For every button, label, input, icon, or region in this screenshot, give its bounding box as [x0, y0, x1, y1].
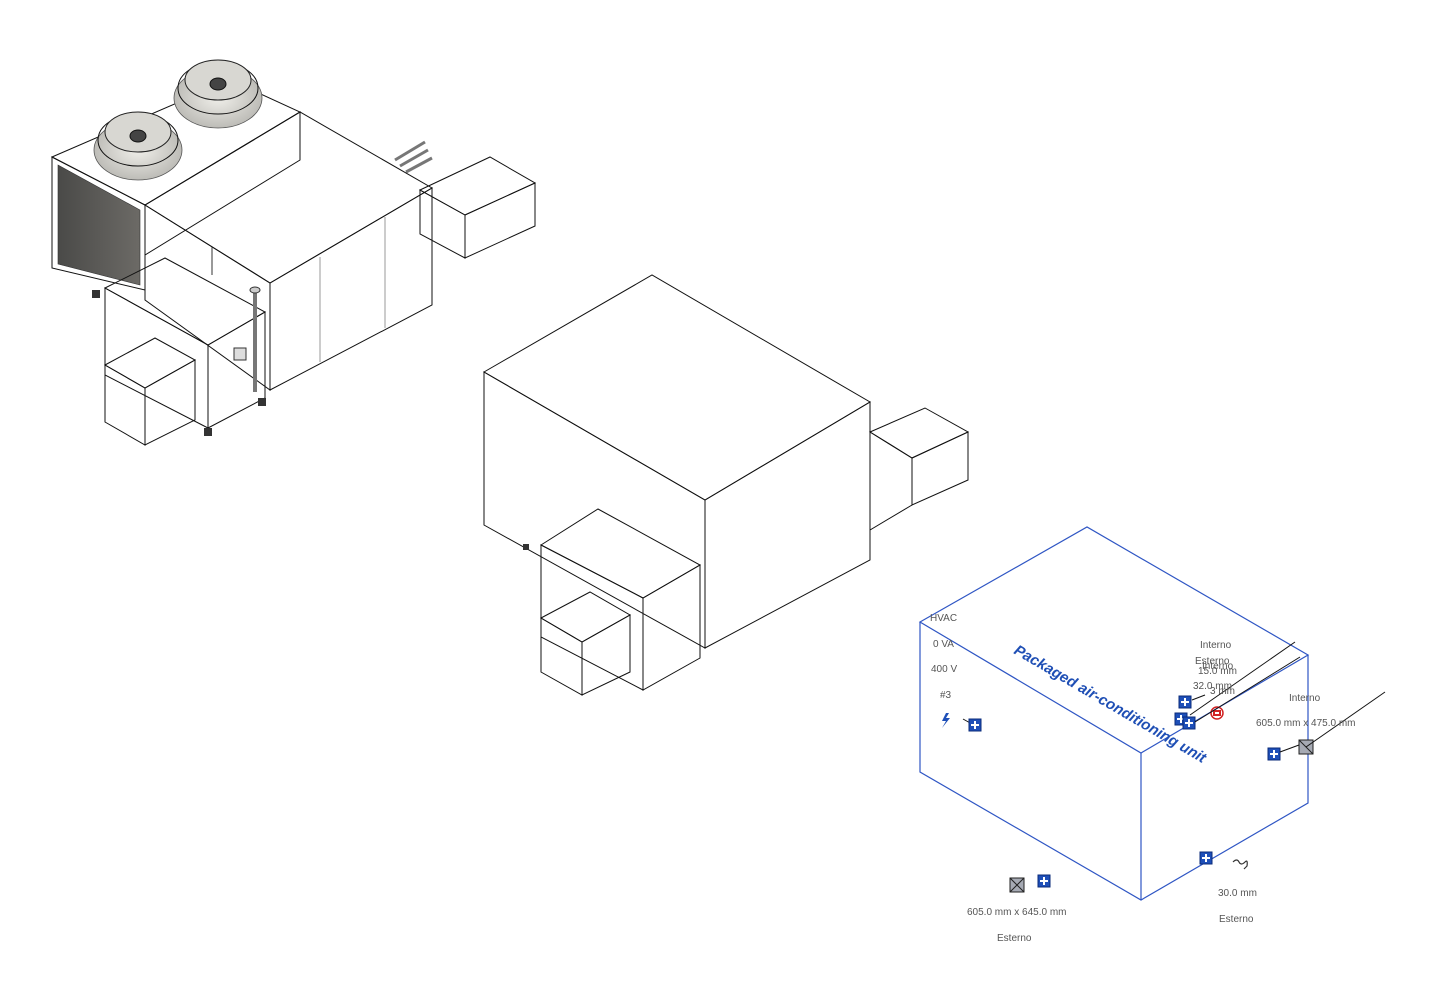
- drain-label: Esterno: [1219, 914, 1254, 925]
- pipe-label-b: Esterno: [1195, 656, 1230, 667]
- connector-pipe-1[interactable]: [1178, 695, 1192, 709]
- rear-duct: [418, 156, 537, 259]
- duct-right-size: 605.0 mm x 475.0 mm: [1256, 718, 1355, 729]
- pipe-stubs: [394, 140, 433, 174]
- simplified-front-module: [539, 508, 702, 696]
- schematic-view[interactable]: Packaged air-conditioning unit HVAC 0 VA…: [918, 526, 1386, 944]
- fan-2: [173, 59, 263, 129]
- drain-size: 30.0 mm: [1218, 888, 1257, 899]
- connector-pipe-3[interactable]: [1182, 716, 1196, 730]
- pipe-label-a: Interno: [1200, 640, 1232, 651]
- simplified-rear-duct: [868, 407, 970, 531]
- electrical-voltage: 400 V: [931, 664, 957, 675]
- warning-icon[interactable]: [1210, 706, 1224, 720]
- detailed-model[interactable]: [50, 59, 537, 446]
- pipe-size-c: 3 mm: [1210, 686, 1235, 697]
- electrical-load: 0 VA: [933, 639, 954, 650]
- connector-duct-bottom[interactable]: [1037, 874, 1051, 888]
- front-module: [92, 257, 267, 446]
- duct-end-bottom-icon[interactable]: [1009, 877, 1025, 893]
- drain-labels: 30.0 mm Esterno: [1218, 888, 1257, 925]
- simplified-body: [483, 274, 871, 649]
- connector-drain[interactable]: [1199, 851, 1213, 865]
- duct-bottom-label: Esterno: [997, 933, 1032, 944]
- connector-electrical[interactable]: [968, 718, 982, 732]
- connector-duct-right[interactable]: [1267, 747, 1281, 761]
- connector-markers: [968, 695, 1314, 893]
- electrical-poles: #3: [940, 690, 952, 701]
- electrical-info: HVAC 0 VA 400 V #3: [930, 613, 973, 728]
- simplified-model[interactable]: [483, 274, 970, 696]
- pipe-size-b: 32.0 mm: [1193, 681, 1232, 692]
- duct-right-labels: Interno 605.0 mm x 475.0 mm: [1256, 693, 1355, 729]
- drain-icon[interactable]: [1232, 859, 1248, 870]
- pipe-labels: Interno Esterno Interno 15.0 mm 32.0 mm …: [1193, 640, 1237, 697]
- electrical-connector-icon[interactable]: [942, 713, 950, 728]
- duct-bottom-size: 605.0 mm x 645.0 mm: [967, 907, 1066, 918]
- pipe-label-c: Interno: [1202, 661, 1234, 672]
- condenser-section: [50, 79, 302, 291]
- electrical-system: HVAC: [930, 613, 957, 624]
- connection-lines: [1189, 641, 1386, 753]
- pipe-size-a: 15.0 mm: [1198, 666, 1237, 677]
- fan-1: [93, 111, 183, 181]
- duct-bottom-labels: 605.0 mm x 645.0 mm Esterno: [967, 907, 1066, 944]
- duct-right-label: Interno: [1289, 693, 1321, 704]
- main-body: [144, 111, 433, 391]
